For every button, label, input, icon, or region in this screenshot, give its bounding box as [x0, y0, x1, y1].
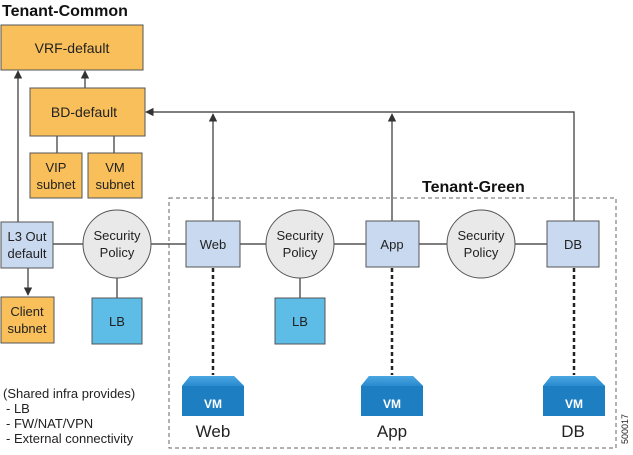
bd-default-label: BD-default [51, 104, 117, 120]
db-epg-label: DB [564, 237, 582, 252]
notes-heading: (Shared infra provides) [3, 386, 135, 401]
tenant-green-title: Tenant-Green [422, 179, 525, 196]
bd-default-box: BD-default [29, 87, 146, 137]
db-to-bd-link [145, 107, 575, 221]
app-epg-box: App [365, 220, 420, 268]
vm-app-icon: VM [361, 376, 423, 416]
figure-id: 500017 [620, 414, 630, 444]
vm-web-badge: VM [204, 397, 222, 411]
security-policy-common-line2: Policy [100, 245, 135, 260]
vm-app-badge: VM [383, 397, 401, 411]
vm-web-icon: VM [182, 376, 244, 416]
web-epg-box: Web [185, 220, 241, 268]
security-policy-app-db-line2: Policy [464, 245, 499, 260]
client-subnet-box: Client subnet [0, 296, 55, 344]
tenant-green-boundary [168, 197, 617, 449]
web-epg-label: Web [200, 237, 227, 252]
lb-green-box: LB [274, 297, 326, 345]
lb-green-label: LB [292, 314, 308, 329]
app-epg-label: App [380, 237, 403, 252]
vm-db-badge: VM [565, 397, 583, 411]
client-subnet-line1: Client [10, 304, 44, 319]
notes-item-external: - External connectivity [6, 431, 134, 446]
l3out-default-box: L3 Out default [0, 221, 54, 269]
vm-db-icon: VM [543, 376, 605, 416]
vm-db-label: DB [561, 422, 585, 441]
lb-common-label: LB [109, 314, 125, 329]
security-policy-web-app: Security Policy [265, 209, 335, 279]
security-policy-common: Security Policy [82, 209, 152, 279]
notes-item-fw: - FW/NAT/VPN [6, 416, 93, 431]
vm-subnet-line1: VM [105, 160, 125, 175]
db-epg-box: DB [546, 220, 600, 268]
vm-web-label: Web [196, 422, 231, 441]
security-policy-app-db-line1: Security [458, 228, 505, 243]
lb-common-box: LB [91, 297, 143, 345]
vm-app-label: App [377, 422, 407, 441]
vrf-default-label: VRF-default [35, 40, 110, 56]
l3out-line1: L3 Out [7, 229, 46, 244]
security-policy-web-app-line1: Security [277, 228, 324, 243]
client-subnet-line2: subnet [7, 321, 46, 336]
tenant-common-title: Tenant-Common [2, 3, 128, 20]
vip-subnet-line2: subnet [36, 177, 75, 192]
vip-subnet-box: VIP subnet [29, 152, 83, 199]
security-policy-web-app-line2: Policy [283, 245, 318, 260]
security-policy-app-db: Security Policy [446, 209, 516, 279]
vip-subnet-line1: VIP [46, 160, 67, 175]
vm-subnet-line2: subnet [95, 177, 134, 192]
l3out-line2: default [7, 246, 46, 261]
vm-subnet-box: VM subnet [87, 152, 143, 199]
security-policy-common-line1: Security [94, 228, 141, 243]
vrf-default-box: VRF-default [0, 24, 144, 71]
notes-item-lb: - LB [6, 401, 30, 416]
